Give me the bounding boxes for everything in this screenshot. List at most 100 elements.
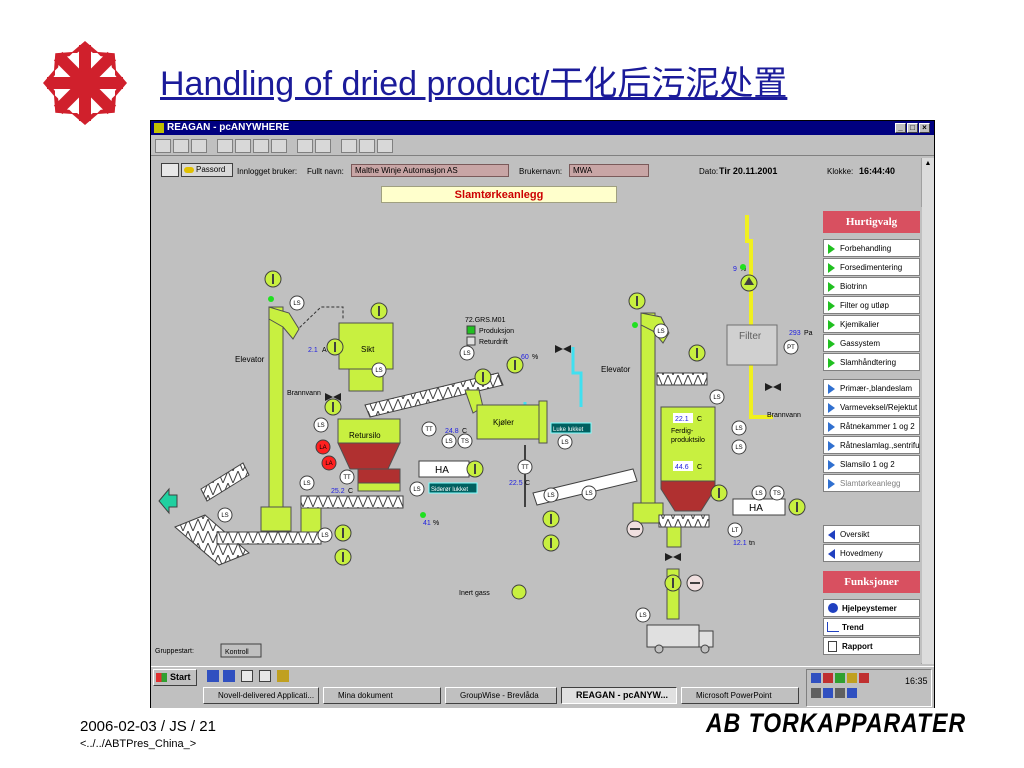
toolbar-button-7[interactable] bbox=[271, 139, 287, 153]
task-mina-dokument[interactable]: Mina dokument bbox=[323, 687, 441, 704]
tray-icon-8[interactable] bbox=[835, 688, 845, 698]
fn-rapport[interactable]: Rapport bbox=[823, 637, 920, 655]
quick-select-panel: Hurtigvalg Forbehandling Forsedimenterin… bbox=[819, 207, 922, 663]
tray-icon-5[interactable] bbox=[859, 673, 869, 683]
password-button[interactable]: Passord bbox=[181, 163, 233, 177]
quicklaunch-icon-3[interactable] bbox=[241, 670, 253, 682]
ls-tag-4 bbox=[299, 475, 315, 491]
task-reagan[interactable]: REAGAN - pcANYW... bbox=[561, 687, 677, 704]
nav-hovedmeny[interactable]: Hovedmeny bbox=[823, 544, 920, 562]
fn-hjelpeystemer[interactable]: Hjelpeystemer bbox=[823, 599, 920, 617]
nav-forsedimentering[interactable]: Forsedimentering bbox=[823, 258, 920, 276]
ferdig-temp-top-unit: C bbox=[697, 416, 702, 423]
tray-icon-1[interactable] bbox=[811, 673, 821, 683]
toolbar-button-10[interactable] bbox=[341, 139, 357, 153]
valve-1[interactable] bbox=[325, 393, 341, 401]
kontroll-button-label[interactable]: Kontroll bbox=[225, 649, 249, 656]
ls-tag-2 bbox=[371, 362, 387, 378]
toolbar-button-2[interactable] bbox=[173, 139, 189, 153]
nav-kjemikalier[interactable]: Kjemikalier bbox=[823, 315, 920, 333]
scroll-up-arrow[interactable]: ▲ bbox=[924, 160, 932, 167]
quicklaunch-icon-5[interactable] bbox=[277, 670, 289, 682]
nav-slamsilo[interactable]: Slamsilo 1 og 2 bbox=[823, 455, 920, 473]
valve-4[interactable] bbox=[665, 553, 681, 561]
nav-gassystem[interactable]: Gassystem bbox=[823, 334, 920, 352]
inert-gass-indicator[interactable] bbox=[511, 584, 527, 600]
tray-icon-3[interactable] bbox=[835, 673, 845, 683]
tray-icon-6[interactable] bbox=[811, 688, 821, 698]
printer-icon[interactable] bbox=[161, 163, 179, 177]
ferdig-temp-top-box bbox=[673, 413, 693, 423]
luke-lukket-text: Luke lukket bbox=[553, 427, 584, 433]
ls-tag-17 bbox=[751, 485, 767, 501]
svg-text:LS: LS bbox=[413, 487, 420, 493]
tray-icon-2[interactable] bbox=[823, 673, 833, 683]
svg-text:LS: LS bbox=[639, 613, 646, 619]
process-mimic: Elevator Sikt 2.1 A Retursilo 24.8 C 25.… bbox=[153, 207, 816, 663]
toolbar-button-4[interactable] bbox=[217, 139, 233, 153]
svg-text:LS: LS bbox=[735, 426, 742, 432]
kontroll-button-box[interactable] bbox=[220, 643, 262, 658]
toolbar-button-12[interactable] bbox=[377, 139, 393, 153]
ls-tag-11 bbox=[543, 487, 559, 503]
valve-2[interactable] bbox=[555, 345, 571, 353]
nav-slamhandtering[interactable]: Slamhåndtering bbox=[823, 353, 920, 371]
company-logo bbox=[43, 41, 127, 125]
nav-forbehandling[interactable]: Forbehandling bbox=[823, 239, 920, 257]
toolbar-button-9[interactable] bbox=[315, 139, 331, 153]
elevator-right-label: Elevator bbox=[601, 365, 631, 374]
nav-biotrinn[interactable]: Biotrinn bbox=[823, 277, 920, 295]
svg-text:LS: LS bbox=[375, 368, 382, 374]
nav-slamtorkeanlegg[interactable]: Slamtørkeanlegg bbox=[823, 474, 920, 492]
ls-tag-15 bbox=[731, 420, 747, 436]
quicklaunch-icon-4[interactable] bbox=[259, 670, 271, 682]
svg-text:TS: TS bbox=[461, 439, 469, 445]
elevator-left-head bbox=[268, 306, 300, 340]
ts-tag-1 bbox=[457, 433, 473, 449]
toolbar-button-5[interactable] bbox=[235, 139, 251, 153]
cyan-pipe-1 bbox=[571, 347, 583, 407]
toolbar-button-3[interactable] bbox=[191, 139, 207, 153]
valve-3[interactable] bbox=[765, 383, 781, 391]
quicklaunch-icon-1[interactable] bbox=[207, 670, 219, 682]
toolbar-button-6[interactable] bbox=[253, 139, 269, 153]
toolbar-button-1[interactable] bbox=[155, 139, 171, 153]
quicklaunch-icon-2[interactable] bbox=[223, 670, 235, 682]
retursilo-temp-value: 24.8 bbox=[445, 428, 459, 435]
nav-ratnekammer[interactable]: Råtnekammer 1 og 2 bbox=[823, 417, 920, 435]
vertical-scrollbar[interactable]: ▲ bbox=[921, 158, 934, 664]
yellow-pipe bbox=[745, 215, 753, 387]
svg-text:LS: LS bbox=[561, 440, 568, 446]
task-novell[interactable]: Novell-delivered Applicati... bbox=[203, 687, 319, 704]
fn-trend[interactable]: Trend bbox=[823, 618, 920, 636]
nav-oversikt[interactable]: Oversikt bbox=[823, 525, 920, 543]
task-groupwise[interactable]: GroupWise - Brevlåda bbox=[445, 687, 557, 704]
svg-text:TS: TS bbox=[773, 491, 781, 497]
tt-tag-1 bbox=[421, 421, 437, 437]
tray-icon-9[interactable] bbox=[847, 688, 857, 698]
toolbar-button-8[interactable] bbox=[297, 139, 313, 153]
tray-icon-7[interactable] bbox=[823, 688, 833, 698]
dashed-line bbox=[295, 306, 344, 332]
arrow-right-icon bbox=[828, 244, 835, 254]
start-button[interactable]: Start bbox=[153, 669, 197, 686]
close-button[interactable]: × bbox=[919, 123, 930, 133]
ls-tag-1 bbox=[289, 295, 305, 311]
task-powerpoint[interactable]: Microsoft PowerPoint bbox=[681, 687, 799, 704]
arrow-right-icon bbox=[828, 479, 835, 489]
tray-icon-4[interactable] bbox=[847, 673, 857, 683]
toolbar-button-11[interactable] bbox=[359, 139, 375, 153]
nav-filter-og-utlop[interactable]: Filter og utløp bbox=[823, 296, 920, 314]
ha-right-label: HA bbox=[749, 503, 763, 514]
kjoler-label: Kjøler bbox=[493, 418, 514, 427]
la-alarm-tag-1 bbox=[315, 439, 331, 455]
svg-text:LS: LS bbox=[445, 439, 452, 445]
exit-arrow[interactable] bbox=[158, 487, 178, 515]
nav-varmeveksel[interactable]: Varmeveksel/Rejektut bbox=[823, 398, 920, 416]
nav-primaer-blandeslam[interactable]: Primær-,blandeslam bbox=[823, 379, 920, 397]
maximize-button[interactable]: □ bbox=[907, 123, 918, 133]
nav-ratneslamlag[interactable]: Råtneslamlag.,sentrifu bbox=[823, 436, 920, 454]
kjoler-temp-unit: C bbox=[525, 480, 530, 487]
minimize-button[interactable]: _ bbox=[895, 123, 906, 133]
arrow-right-icon bbox=[828, 282, 835, 292]
